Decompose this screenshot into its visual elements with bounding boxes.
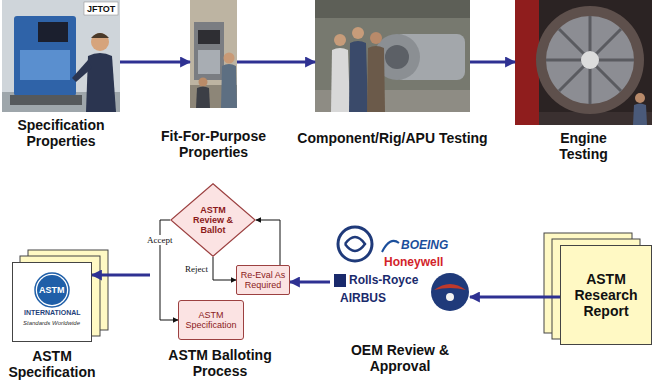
document-stack: ASTM Specification — [12, 262, 92, 342]
photo-panel: Specification Properties — [2, 0, 120, 112]
lab-photo-part — [91, 33, 109, 38]
engine-photo-part — [546, 16, 634, 104]
test-cell-photo-part — [370, 32, 382, 44]
flow-arrow — [470, 61, 515, 64]
engine-photo-part — [536, 6, 644, 114]
flow-arrow — [290, 281, 330, 284]
lab-photo-part — [20, 50, 70, 80]
node-text: ASTM Specification — [181, 310, 241, 330]
oem-logos-part — [431, 273, 469, 311]
lab-photo — [190, 0, 237, 108]
node-text: Re-Eval As Required — [239, 270, 287, 290]
lab-photo-part — [10, 95, 82, 105]
lab-photo — [2, 0, 120, 112]
company-logo: Honeywell — [384, 255, 443, 269]
lab-photo-part — [198, 50, 220, 74]
engine-photo-part — [515, 0, 539, 125]
ballot-line — [213, 257, 236, 280]
engine-photo-part — [546, 16, 634, 104]
lab-photo-part — [86, 53, 116, 112]
photo-panel: Component/Rig/APU Testing — [315, 0, 470, 112]
engine-photo-part — [581, 51, 599, 69]
edge-label: Reject — [184, 264, 209, 274]
photo-panel: Engine Testing — [515, 0, 652, 125]
flow-arrow — [120, 61, 190, 64]
equipment-label: JFTOT — [87, 4, 115, 14]
test-cell-photo-part — [315, 0, 470, 18]
oem-logos-part — [446, 293, 454, 301]
process-group: ASTM Balloting ProcessASTM Review & Ball… — [150, 180, 290, 345]
lab-photo-part — [38, 22, 68, 42]
lab-photo-part — [72, 60, 92, 82]
diamond-shape — [171, 184, 255, 257]
company-logo: Rolls-Royce — [349, 273, 418, 287]
lab-photo-part — [14, 16, 76, 96]
oem-logos-part — [345, 237, 365, 251]
test-cell-photo-part — [315, 0, 470, 112]
engine-photo-part — [633, 104, 647, 126]
lab-photo-part — [221, 64, 237, 108]
test-cell-photo-part — [331, 48, 350, 112]
oem-logos-part — [382, 241, 399, 252]
document-stack: ASTM Research Report — [560, 245, 652, 345]
lab-photo-part — [224, 53, 235, 64]
lab-photo-part — [194, 22, 224, 80]
lab-photo-part — [2, 0, 120, 112]
node-text: ASTM Research Report — [567, 271, 645, 319]
node-caption: ASTM Specification — [2, 348, 102, 380]
document-stack-part — [35, 273, 69, 307]
node-caption: Engine Testing — [544, 130, 624, 162]
flow-arrow — [237, 61, 315, 64]
lab-photo-part — [91, 33, 109, 51]
process-box: ASTM Specification — [178, 300, 244, 340]
node-caption: Specification Properties — [0, 117, 123, 149]
company-logo: AIRBUS — [340, 291, 386, 305]
lab-photo-part — [84, 2, 118, 15]
lab-photo-part — [196, 87, 210, 109]
document-stack — [12, 250, 108, 342]
test-cell-photo-part — [385, 45, 409, 69]
logo-text: INTERNATIONAL — [24, 309, 81, 317]
logo-text: ASTM — [39, 285, 65, 295]
flow-arrow — [470, 296, 560, 299]
oem-logos-part — [338, 227, 372, 261]
lab-photo-part — [190, 0, 237, 108]
process-box: Re-Eval As Required — [236, 265, 290, 295]
company-logo: BOEING — [401, 238, 448, 252]
photo-panel: Fit-For-Purpose Properties — [190, 0, 237, 108]
oem-logos — [334, 227, 469, 311]
engine-photo — [515, 0, 652, 125]
document-stack-part — [37, 275, 67, 305]
test-cell-photo-part — [349, 41, 368, 112]
node-caption: ASTM Balloting Process — [155, 347, 285, 379]
test-cell-photo — [315, 0, 470, 112]
oem-logos-part — [434, 284, 466, 290]
node-caption: OEM Review & Approval — [340, 342, 460, 374]
flow-arrow — [92, 274, 150, 277]
node-caption: Fit-For-Purpose Properties — [152, 128, 276, 160]
edge-label: Accept — [146, 235, 173, 245]
decision-diamond: ASTM Review & Ballot — [170, 183, 256, 257]
node-caption: Component/Rig/APU Testing — [288, 130, 498, 146]
node-text: ASTM Review & Ballot — [192, 205, 234, 235]
test-cell-photo-part — [352, 27, 364, 39]
logo-text: Standards Worldwide — [23, 320, 80, 327]
document-stack-part — [12, 262, 92, 342]
test-cell-photo-part — [334, 34, 346, 46]
test-cell-photo-part — [367, 46, 385, 112]
engine-photo-part — [515, 0, 652, 125]
ballot-line — [256, 220, 280, 265]
lab-photo-part — [199, 78, 208, 87]
oem-logos-part — [334, 274, 346, 287]
lab-photo-part — [198, 30, 220, 44]
engine-photo-part — [635, 93, 645, 103]
